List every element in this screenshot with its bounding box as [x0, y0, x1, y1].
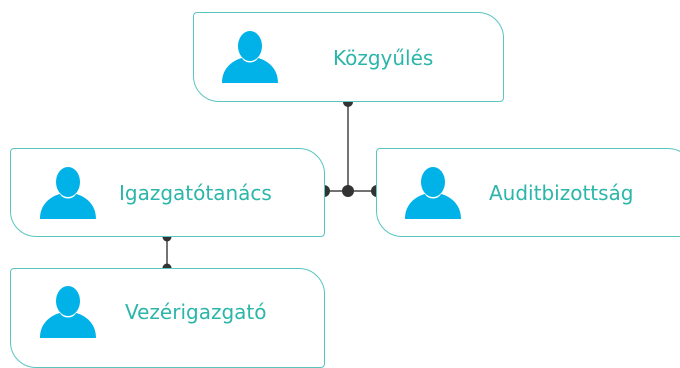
connector-dot-junction — [342, 185, 354, 197]
node-igazgatotanacs[interactable]: Igazgatótanács — [10, 148, 325, 237]
person-icon — [38, 282, 98, 342]
node-auditbizottsag[interactable]: Auditbizottság — [376, 148, 680, 237]
person-icon — [38, 163, 98, 223]
node-label-igazgatotanacs: Igazgatótanács — [119, 181, 272, 205]
node-kozgyules[interactable]: Közgyűlés — [193, 12, 504, 102]
person-icon — [403, 163, 463, 223]
node-vezerigazgato[interactable]: Vezérigazgató — [10, 268, 325, 368]
node-label-auditbizottsag: Auditbizottság — [489, 181, 634, 205]
node-label-kozgyules: Közgyűlés — [333, 46, 434, 70]
person-icon — [220, 27, 280, 87]
node-label-vezerigazgato: Vezérigazgató — [125, 300, 267, 324]
